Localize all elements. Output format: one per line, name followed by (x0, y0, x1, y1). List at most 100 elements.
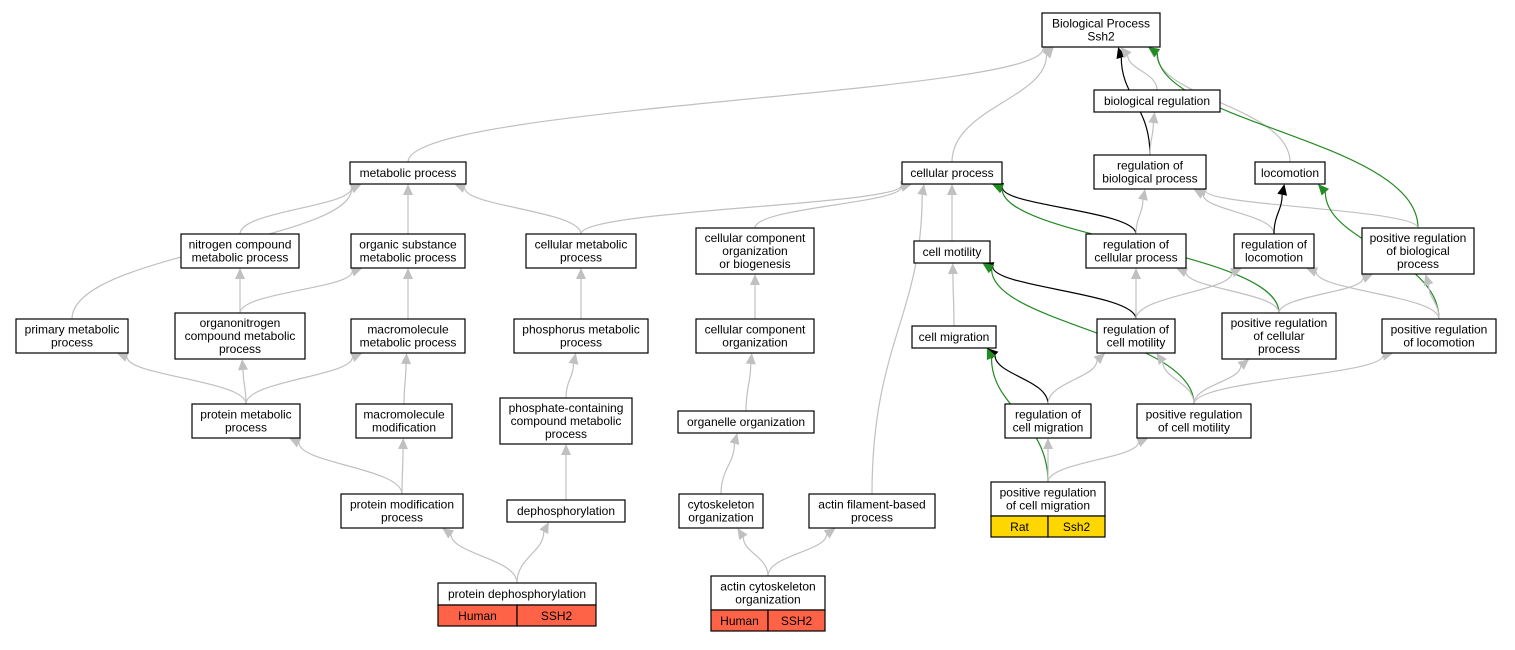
edge-posregloc-to-regloc (1306, 267, 1440, 320)
edge-protmet-to-orgnitro (238, 359, 249, 405)
edge-arrowhead (235, 268, 245, 279)
edge-arrowhead (1042, 47, 1054, 59)
edge-arrowhead (350, 267, 363, 277)
node-label-line: process (1258, 342, 1300, 356)
edge-regbio-to-bioreg (1148, 112, 1159, 156)
go-term-node-bioreg[interactable]: biological regulation (1093, 89, 1221, 113)
edge-line (407, 48, 1044, 163)
node-box (506, 499, 626, 523)
go-term-node-cellmot[interactable]: cell motility (913, 240, 991, 264)
edge-arrowhead (947, 263, 958, 275)
edge-line (298, 442, 403, 495)
species-badge-cell (1047, 515, 1106, 538)
edge-arrowhead (238, 359, 249, 371)
edge-posregbio-to-bp (1148, 47, 1419, 229)
node-box (677, 410, 815, 434)
node-label-line: metabolic process (360, 166, 457, 180)
edge-line (1127, 55, 1158, 91)
edge-line (1315, 271, 1440, 320)
edge-arrowhead (1361, 273, 1374, 283)
edge-arrowhead (1093, 353, 1106, 365)
go-term-node-cellmig[interactable]: cell migration (911, 325, 997, 349)
node-label-line: locomotion (1261, 166, 1319, 180)
node-box (191, 403, 301, 439)
node-label-line: phosphate-containing (509, 401, 624, 415)
node-label-line: regulation of (1103, 323, 1170, 337)
edge-regcell-to-regbio (1135, 189, 1148, 235)
species-label: Human (458, 609, 497, 623)
node-box (1361, 227, 1475, 275)
edge-line (1193, 365, 1242, 405)
node-box (350, 233, 466, 269)
edge-arrowhead (1120, 47, 1132, 59)
go-term-node-cellproc[interactable]: cellular process (901, 161, 1003, 185)
node-box (901, 161, 1003, 185)
edge-arrowhead (454, 183, 467, 193)
edge-posregmot-to-posregcell (1193, 359, 1250, 405)
node-label-line: regulation of (1117, 159, 1184, 173)
edge-line (1185, 272, 1280, 314)
edge-regloc-to-regbio (1193, 189, 1275, 235)
edge-regmot-to-regloc (1135, 268, 1242, 320)
edge-line (126, 356, 247, 405)
node-label-line: organization (688, 511, 753, 525)
edge-arrowhead (403, 184, 413, 195)
go-term-node-locom[interactable]: locomotion (1254, 161, 1326, 185)
edge-actincyto-to-cytoorg (737, 528, 769, 577)
node-box (180, 233, 300, 269)
go-term-node-metab[interactable]: metabolic process (349, 161, 467, 185)
edge-line (1135, 199, 1144, 235)
edge-arrowhead (576, 268, 586, 279)
node-box (350, 318, 466, 354)
edge-arrowhead (116, 352, 129, 362)
edge-posregbio-to-regbio (1194, 185, 1419, 229)
edge-regmig-to-regmot (1047, 353, 1106, 405)
node-label-line: regulation of (1241, 238, 1308, 252)
node-label-line: modification (372, 421, 436, 435)
edge-arrowhead (1229, 268, 1242, 278)
node-label-line: positive regulation (1231, 316, 1328, 330)
edge-posregloc-to-posregbio (1423, 274, 1440, 320)
edge-arrowhead (1131, 268, 1141, 279)
node-box (1233, 233, 1315, 269)
edge-line (1202, 194, 1275, 235)
edge-line (1135, 272, 1233, 320)
go-term-node-organelle[interactable]: organelle organization (677, 410, 815, 434)
edge-line (1193, 355, 1384, 405)
edge-arrowhead (401, 353, 412, 365)
go-term-node-dephos[interactable]: dephosphorylation (506, 499, 626, 523)
node-label-line: biological regulation (1104, 94, 1210, 108)
edge-arrowhead (442, 528, 455, 539)
edge-cellproc-to-bp (951, 47, 1054, 163)
node-label-line: primary metabolic (25, 323, 120, 337)
